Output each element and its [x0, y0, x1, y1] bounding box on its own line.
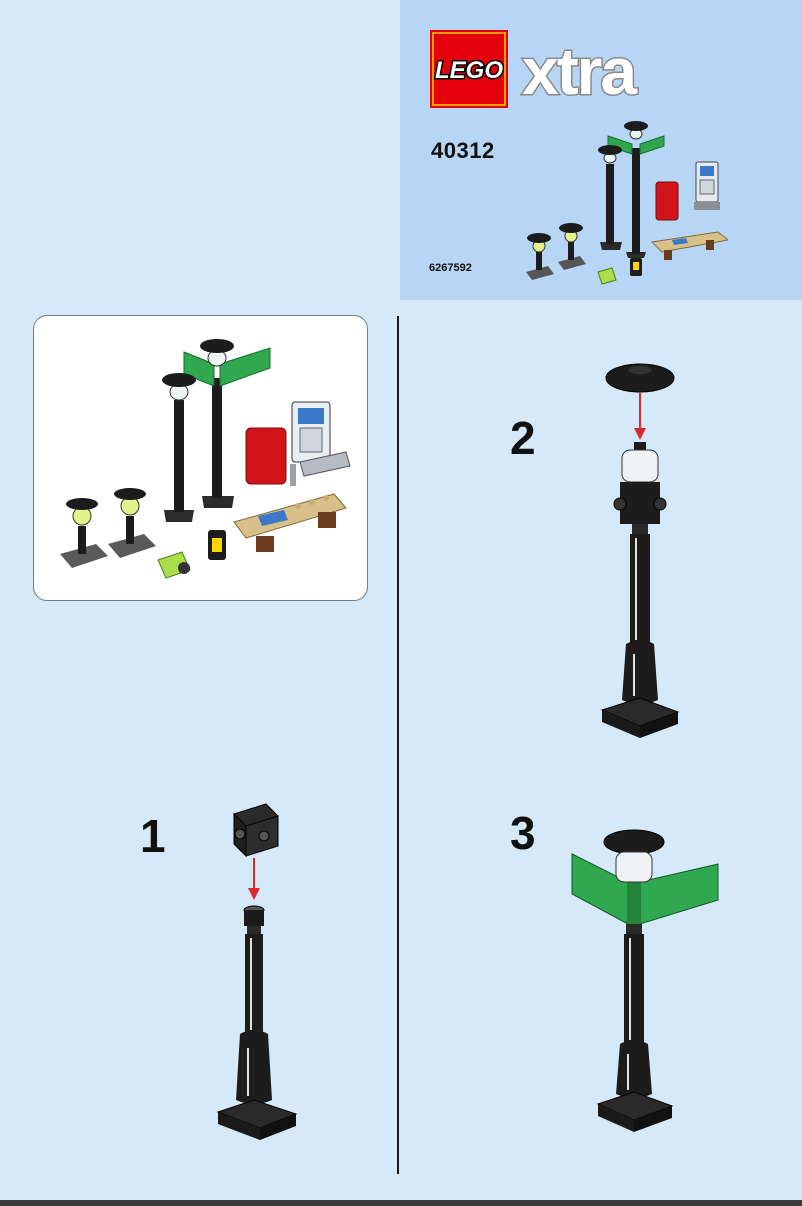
completed-model-illustration — [60, 339, 351, 579]
mailbox-icon — [245, 427, 296, 486]
step-1-number: 1 — [140, 810, 166, 862]
set-number: 40312 — [431, 138, 495, 163]
xtra-logo: xtra — [521, 38, 642, 108]
mailbox-icon — [655, 181, 679, 221]
lamp-post-with-shade-icon — [596, 829, 674, 1132]
ticket-machine-icon — [694, 161, 720, 210]
ticket-machine-icon — [291, 401, 351, 477]
completed-model-box — [33, 315, 368, 601]
step-2-illustration — [600, 363, 680, 738]
column-divider — [397, 316, 399, 1174]
svg-text:xtra: xtra — [522, 38, 638, 108]
step-3-number: 3 — [510, 807, 536, 859]
short-lamp-right — [558, 223, 586, 270]
tall-lamp-with-sign — [607, 121, 665, 258]
lego-logo: LEGO — [430, 30, 508, 108]
round-brick-icon — [233, 803, 279, 858]
item-number: 6267592 — [429, 262, 472, 274]
bench-icon — [233, 493, 347, 552]
cover-panel: LEGO xtra 40312 6267592 — [400, 0, 802, 300]
cover-set-illustration — [526, 121, 728, 285]
bench-icon — [650, 231, 728, 260]
short-lamp-left — [60, 498, 108, 568]
second-lamp — [598, 145, 622, 250]
lantern-icon — [208, 530, 226, 560]
step-3-illustration — [571, 829, 719, 1132]
tall-lamp-with-sign — [183, 339, 271, 508]
arrow-down-icon — [248, 858, 260, 900]
short-lamp-left — [526, 233, 554, 280]
second-lamp — [162, 373, 196, 522]
green-piece-icon — [597, 267, 617, 285]
green-piece-icon — [157, 551, 191, 579]
short-lamp-right — [108, 488, 156, 558]
lamp-shade-icon — [605, 363, 675, 393]
lamp-post-icon — [216, 905, 298, 1140]
lamp-post-with-globe-icon — [600, 442, 680, 738]
svg-text:LEGO: LEGO — [435, 57, 503, 84]
step-1-illustration — [216, 803, 298, 1140]
street-sign-icon — [571, 853, 719, 925]
arrow-down-icon — [634, 392, 646, 440]
step-2-number: 2 — [510, 412, 536, 464]
footer-bar — [0, 1200, 802, 1206]
